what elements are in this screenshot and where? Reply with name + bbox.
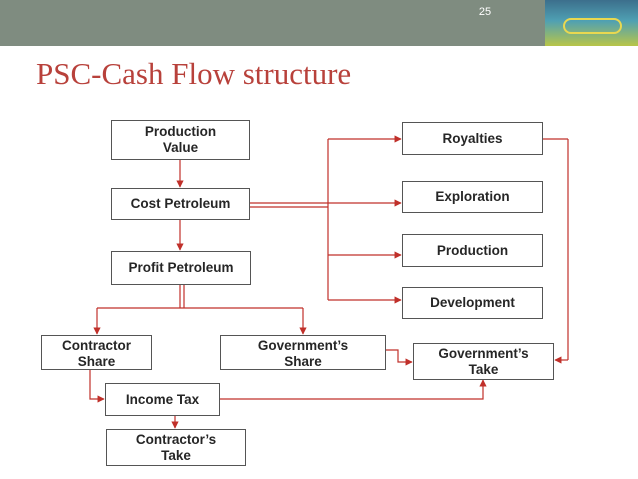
node-governments-share: Government’s Share (220, 335, 386, 370)
node-governments-take: Government’s Take (413, 343, 554, 380)
node-production-value: Production Value (111, 120, 250, 160)
company-logo-icon (545, 0, 638, 46)
node-cost-petroleum: Cost Petroleum (111, 188, 250, 220)
arrow-share-to-take (386, 349, 413, 366)
slide-header-bar: 25 (0, 0, 638, 46)
node-contractor-share: Contractor Share (41, 335, 152, 370)
arrow-contractor-to-income-tax (89, 370, 105, 403)
arrow-income-tax-to-take (220, 379, 487, 400)
logo-ring-shape (563, 18, 622, 34)
node-production: Production (402, 234, 543, 267)
slide-title: PSC-Cash Flow structure (36, 56, 352, 91)
page-number: 25 (478, 6, 492, 18)
node-income-tax: Income Tax (105, 383, 220, 416)
node-contractors-take: Contractor’s Take (106, 429, 246, 466)
node-profit-petroleum: Profit Petroleum (111, 251, 251, 285)
node-exploration: Exploration (402, 181, 543, 213)
node-development: Development (402, 287, 543, 319)
node-royalties: Royalties (402, 122, 543, 155)
